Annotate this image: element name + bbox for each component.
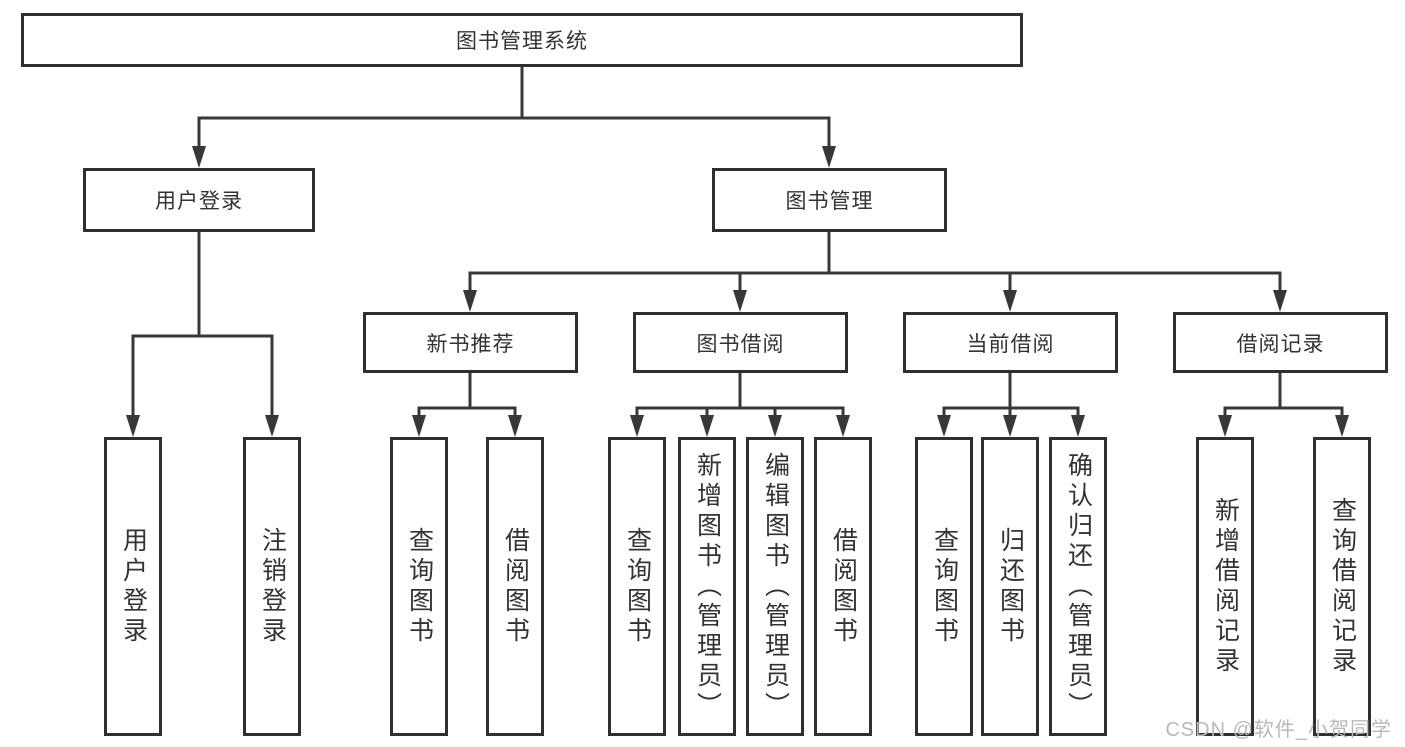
connector-userlogin-branch [131, 232, 274, 417]
node-label: 用户登录 [155, 190, 243, 213]
arrow-down-icon [1273, 290, 1287, 312]
node-current-borrow: 当前借阅 [903, 312, 1118, 373]
node-label: 图书管理 [785, 190, 874, 213]
arrow-down-icon [463, 290, 477, 312]
csdn-watermark: CSDN @软件_小贺同学 [1165, 719, 1392, 741]
node-label: 查询图书 [623, 526, 652, 647]
node-label: 借阅图书 [501, 526, 530, 647]
leaf-borrow-books-1: 借阅图书 [486, 437, 544, 736]
node-label: 借阅图书 [829, 526, 858, 647]
leaf-add-borrow-record: 新增借阅记录 [1196, 437, 1254, 736]
arrowheads [126, 146, 1349, 437]
node-label: 查询图书 [930, 526, 959, 647]
arrow-down-icon [1003, 415, 1017, 437]
connector-newbooks-branch [417, 373, 517, 417]
leaf-user-login: 用户登录 [104, 437, 162, 736]
node-label: 注销登录 [258, 526, 287, 647]
connector-bookmgmt-branch [468, 232, 1282, 292]
leaf-confirm-return-admin: 确认归还（管理员） [1049, 437, 1107, 736]
connector-records-branch [1223, 373, 1344, 417]
arrow-down-icon [768, 415, 782, 437]
arrow-down-icon [126, 415, 140, 437]
leaf-borrow-books-2: 借阅图书 [814, 437, 872, 736]
leaf-query-books-1: 查询图书 [390, 437, 448, 736]
node-borrow-records: 借阅记录 [1173, 312, 1388, 373]
arrow-down-icon [265, 415, 279, 437]
arrow-down-icon [630, 415, 644, 437]
node-label: 图书管理系统 [456, 30, 588, 53]
node-book-borrow: 图书借阅 [633, 312, 848, 373]
node-label: 查询图书 [405, 526, 434, 647]
node-root-library-system: 图书管理系统 [21, 13, 1023, 67]
node-label: 当前借阅 [966, 332, 1055, 356]
arrow-down-icon [508, 415, 522, 437]
leaf-add-books-admin: 新增图书（管理员） [678, 437, 736, 736]
arrow-down-icon [836, 415, 850, 437]
node-label: 借阅记录 [1236, 332, 1325, 356]
arrow-down-icon [412, 415, 426, 437]
leaf-query-borrow-record: 查询借阅记录 [1313, 437, 1371, 736]
node-label: 编辑图书（管理员） [761, 451, 790, 722]
leaf-query-books-2: 查询图书 [608, 437, 666, 736]
node-label: 新增借阅记录 [1211, 496, 1240, 677]
node-label: 确认归还（管理员） [1064, 451, 1093, 722]
connector-current-branch [942, 373, 1080, 417]
arrow-down-icon [1071, 415, 1085, 437]
node-book-management-module: 图书管理 [712, 168, 947, 232]
leaf-logout: 注销登录 [243, 437, 301, 736]
node-label: 归还图书 [996, 526, 1025, 647]
node-label: 新书推荐 [426, 332, 515, 356]
leaf-query-books-3: 查询图书 [915, 437, 973, 736]
arrow-down-icon [937, 415, 951, 437]
arrow-down-icon [1003, 290, 1017, 312]
arrow-down-icon [1335, 415, 1349, 437]
arrow-down-icon [1218, 415, 1232, 437]
node-label: 查询借阅记录 [1328, 496, 1357, 677]
connector-root-to-level2 [197, 67, 831, 148]
node-new-book-recommend: 新书推荐 [363, 312, 578, 373]
arrow-down-icon [192, 146, 206, 168]
arrow-down-icon [733, 290, 747, 312]
leaf-return-books: 归还图书 [981, 437, 1039, 736]
node-user-login-module: 用户登录 [83, 168, 315, 232]
arrow-down-icon [700, 415, 714, 437]
node-label: 用户登录 [119, 526, 148, 647]
arrow-down-icon [822, 146, 836, 168]
leaf-edit-books-admin: 编辑图书（管理员） [746, 437, 804, 736]
node-label: 图书借阅 [696, 332, 785, 356]
connector-borrow-branch [635, 373, 845, 417]
node-label: 新增图书（管理员） [693, 451, 722, 722]
